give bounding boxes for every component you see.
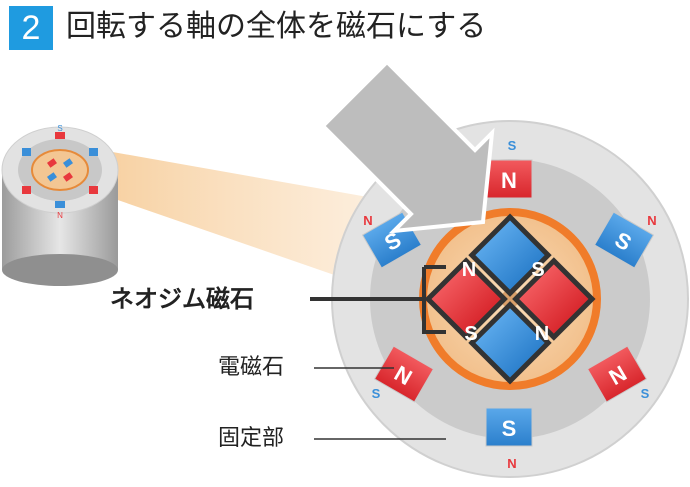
electromagnet-pole-label: N (501, 168, 517, 193)
small-pole-s-label: S (57, 124, 62, 133)
step-number-badge: 2 (9, 6, 53, 50)
neodymium-magnet-n (424, 257, 508, 341)
electromagnet-upper-right: S (593, 211, 655, 269)
rotor-pole-s-label: S (531, 259, 544, 281)
small-pole-n-label: N (57, 211, 63, 220)
label-neodymium-magnet: ネオジム磁石 (110, 285, 254, 313)
small-motor-illustration: S N (1, 124, 119, 286)
electromagnet-lower-right: N (586, 345, 648, 403)
electromagnet-pole-label: S (502, 416, 517, 441)
rotor-pole-s-label: S (464, 323, 477, 345)
rotor-pole-n-label: N (535, 323, 549, 345)
label-electromagnet: 電磁石 (218, 355, 285, 380)
electromagnet-lower-left: N (373, 345, 435, 403)
electromagnet-outer-pole-label: S (508, 138, 517, 153)
label-stator: 固定部 (218, 426, 285, 451)
electromagnet-outer-pole-label: N (363, 213, 372, 228)
electromagnet-outer-pole-label: S (372, 386, 381, 401)
neodymium-magnet-s (468, 301, 552, 385)
neodymium-magnet-n (512, 257, 596, 341)
pointer-arrow (320, 59, 495, 234)
electromagnet-outer-pole-label: N (647, 213, 656, 228)
neodymium-magnet-s (468, 213, 552, 297)
electromagnet-bottom: S N (485, 407, 533, 471)
page-title: 回転する軸の全体を磁石にする (66, 9, 487, 44)
rotor-pole-n-label: N (462, 259, 476, 281)
neodymium-magnet-set (424, 213, 596, 385)
leader-neodymium (310, 265, 446, 334)
rotor-shaft (501, 290, 519, 308)
electromagnet-outer-pole-label: N (507, 456, 516, 471)
electromagnet-outer-pole-label: S (641, 386, 650, 401)
